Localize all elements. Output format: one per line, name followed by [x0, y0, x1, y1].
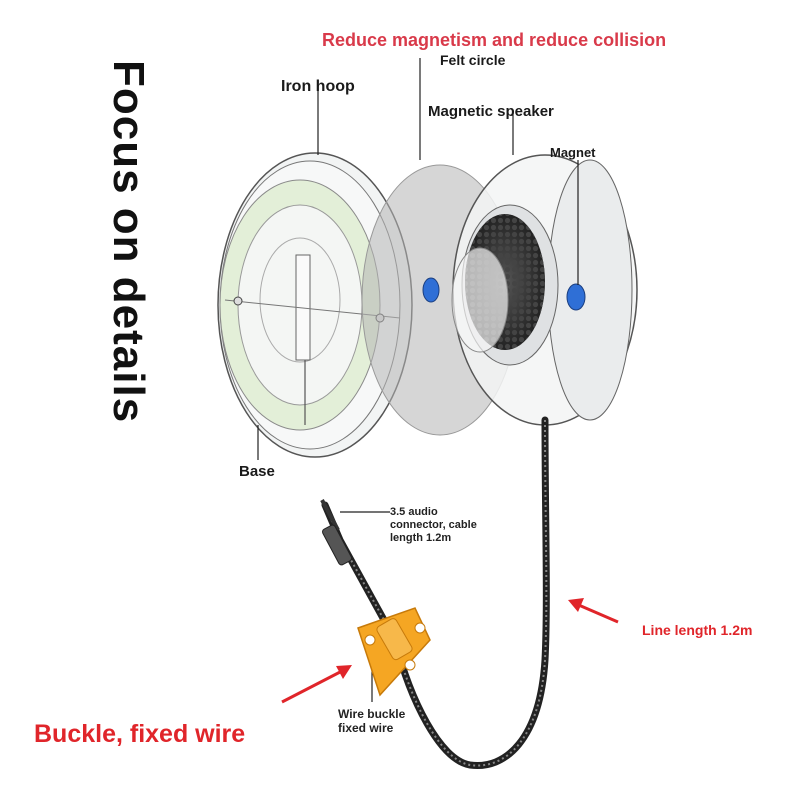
- speaker-body: [451, 154, 638, 426]
- base-label: Base: [239, 463, 275, 480]
- magnet-label: Magnet: [550, 145, 596, 160]
- felt-circle-label: Felt circle: [440, 52, 506, 68]
- audio-connector-label: 3.5 audio connector, cable length 1.2m: [390, 506, 477, 544]
- wire-buckle: [357, 607, 431, 697]
- arrow-buckle: [281, 665, 352, 704]
- arrow-line-length: [568, 598, 619, 624]
- line-length-label: Line length 1.2m: [642, 622, 753, 638]
- iron-hoop-label: Iron hoop: [281, 78, 355, 95]
- base-disc: [217, 152, 413, 458]
- wire-buckle-label: Wire buckle fixed wire: [338, 707, 406, 735]
- audio-plug: [320, 499, 353, 566]
- vertical-title: Focus on details: [104, 60, 153, 424]
- headline: Reduce magnetism and reduce collision: [322, 30, 667, 50]
- magnet-left: [422, 277, 440, 303]
- audio-cable: [321, 416, 550, 770]
- buckle-fixed-wire-label: Buckle, fixed wire: [34, 720, 246, 748]
- magnet-right: [566, 283, 586, 311]
- magnetic-speaker-label: Magnetic speaker: [428, 103, 554, 120]
